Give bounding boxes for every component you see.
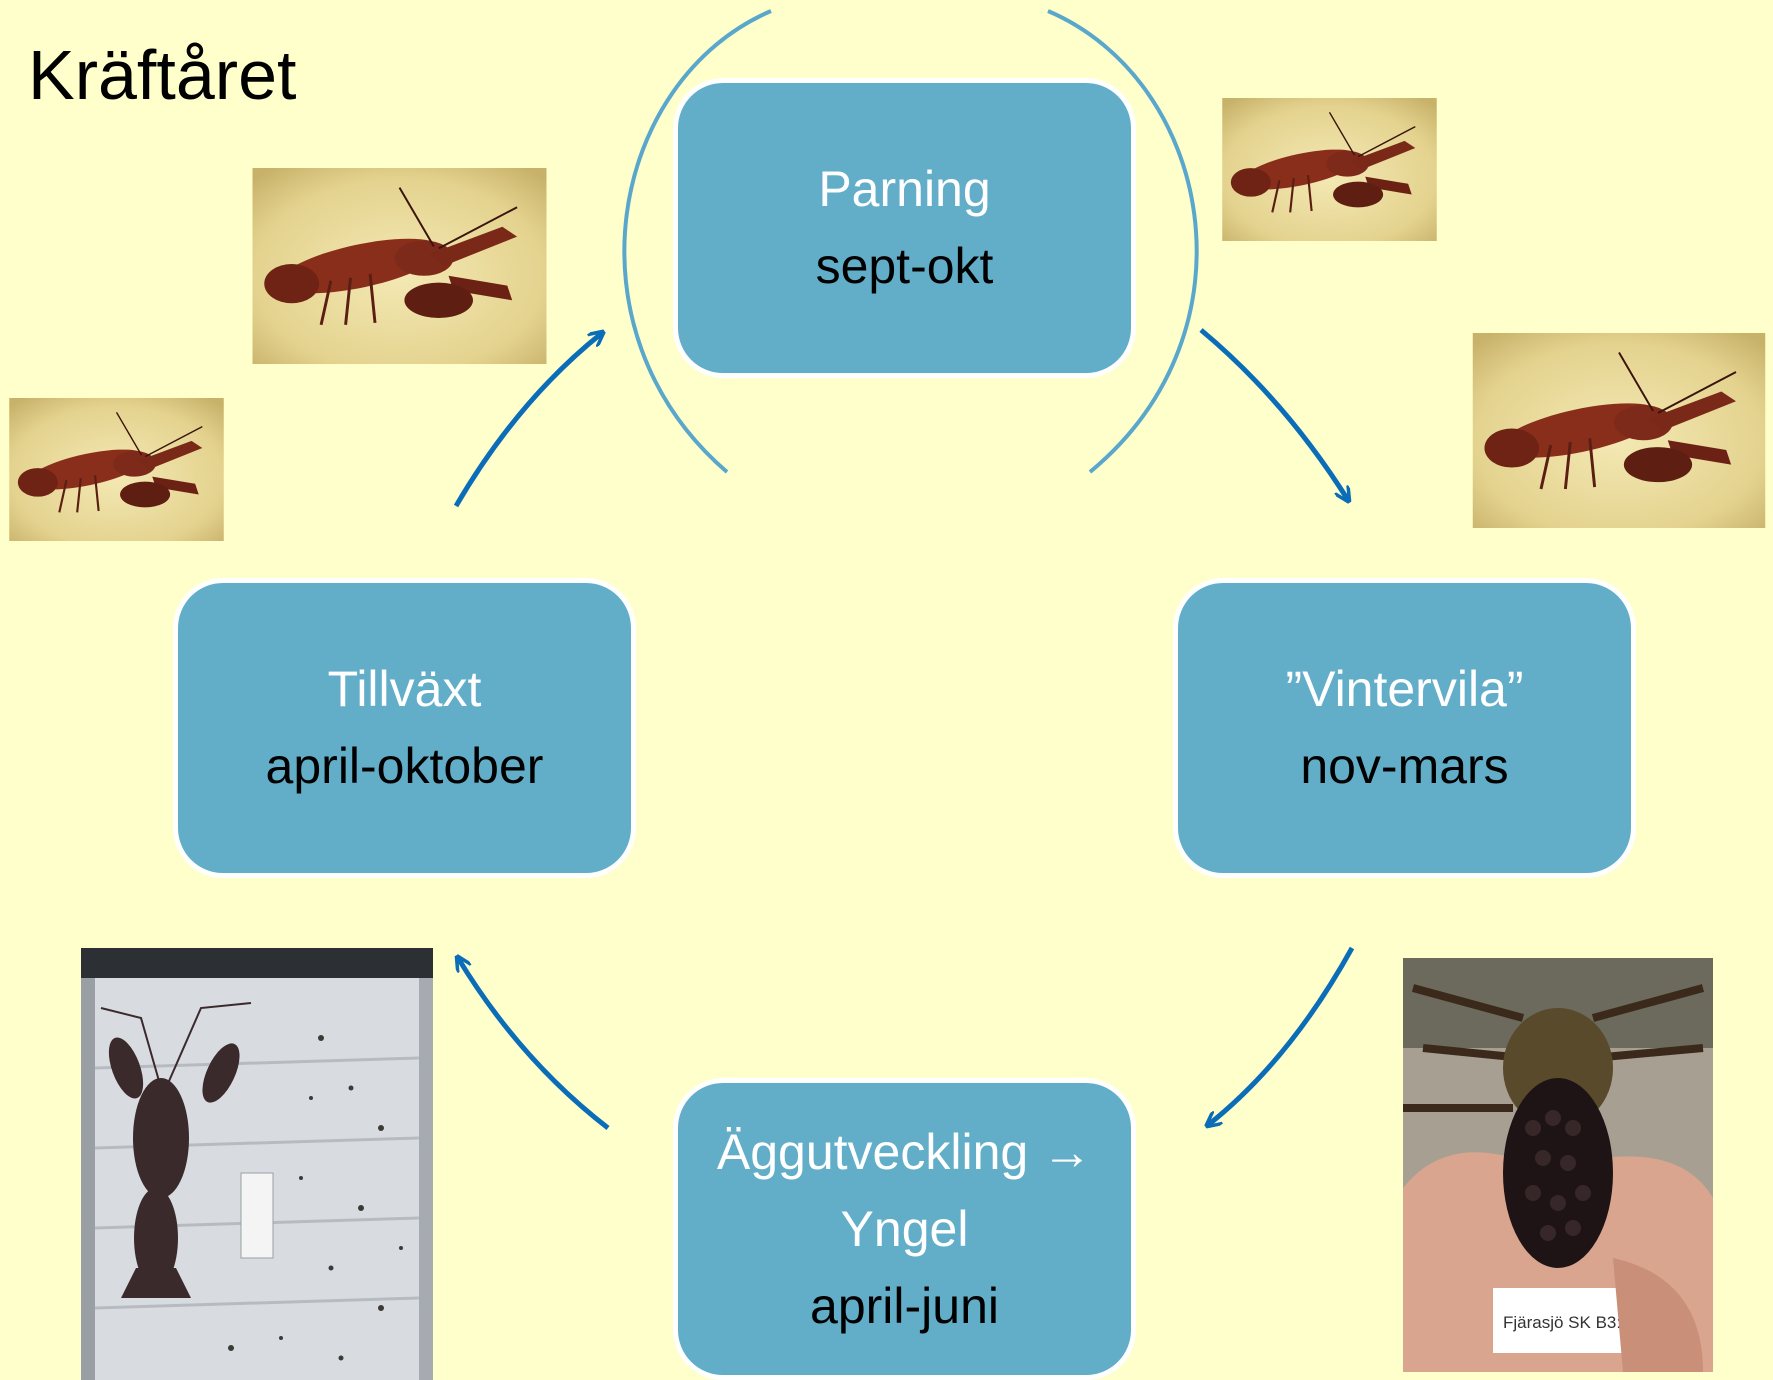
stage-tillvaxt-name: Tillväxt	[328, 651, 482, 728]
stage-agg-period: april-juni	[810, 1268, 999, 1345]
arrow-parning-to-vintervila	[1201, 330, 1348, 500]
stage-tillvaxt-period: april-oktober	[266, 728, 544, 805]
stage-agg-name-line1: Äggutveckling →	[717, 1114, 1092, 1191]
crayfish-eggs-photo: Fjärasjö SK B3:7	[1403, 958, 1713, 1372]
crayfish-photo-large-left	[251, 168, 548, 364]
crayfish-photo-left	[8, 398, 225, 541]
stage-parning-period: sept-okt	[816, 228, 994, 305]
crayfish-photo-right	[1471, 333, 1767, 528]
stage-agg-name-line2: Yngel	[841, 1191, 969, 1268]
stage-tillvaxt: Tillväxt april-oktober	[173, 578, 636, 878]
arrow-vintervila-to-agg	[1208, 948, 1352, 1125]
crayfish-photo-top-right	[1221, 98, 1438, 241]
egg-cluster	[1503, 1078, 1613, 1268]
arrow-agg-to-tillvaxt	[458, 958, 608, 1128]
stage-vintervila-period: nov-mars	[1300, 728, 1508, 805]
stage-vintervila-name: ”Vintervila”	[1285, 651, 1523, 728]
stage-aggutveckling: Äggutveckling → Yngel april-juni	[673, 1078, 1136, 1380]
stage-vintervila: ”Vintervila” nov-mars	[1173, 578, 1636, 878]
specimen-label: Fjärasjö SK B3:7	[1503, 1313, 1631, 1332]
stage-parning-name: Parning	[818, 151, 990, 228]
stage-parning: Parning sept-okt	[673, 78, 1136, 378]
crayfish-tray-photo	[81, 948, 433, 1380]
